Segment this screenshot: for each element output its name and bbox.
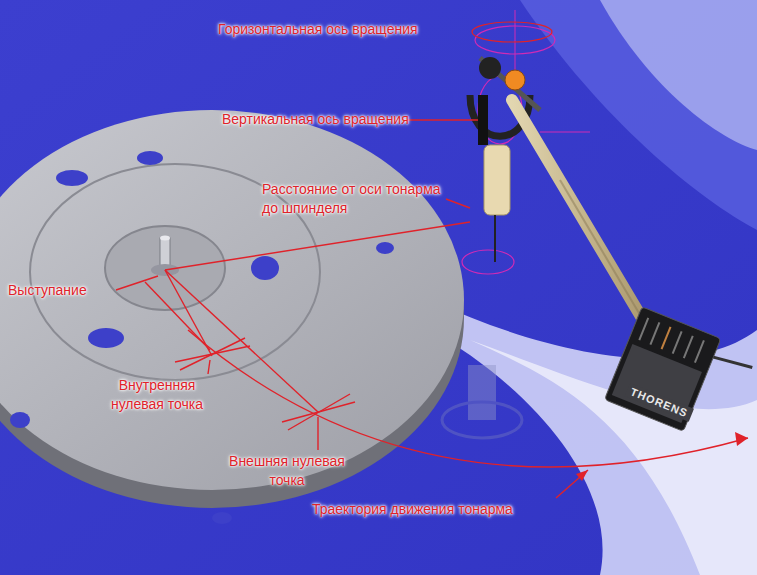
axis-label: Горизонтальная ось вращения (218, 20, 418, 39)
axis-label: Вертикальная ось вращения (222, 110, 409, 129)
null-point-label: Внутренняя нулевая точка (92, 376, 222, 414)
trajectory-label: Траектория движения тонарма (312, 500, 513, 519)
overhang-label: Выступание (8, 281, 87, 300)
null-point-label: Внешняя нулевая точка (222, 452, 352, 490)
distance-label: Расстояние от оси тонарма до шпинделя (262, 180, 442, 218)
